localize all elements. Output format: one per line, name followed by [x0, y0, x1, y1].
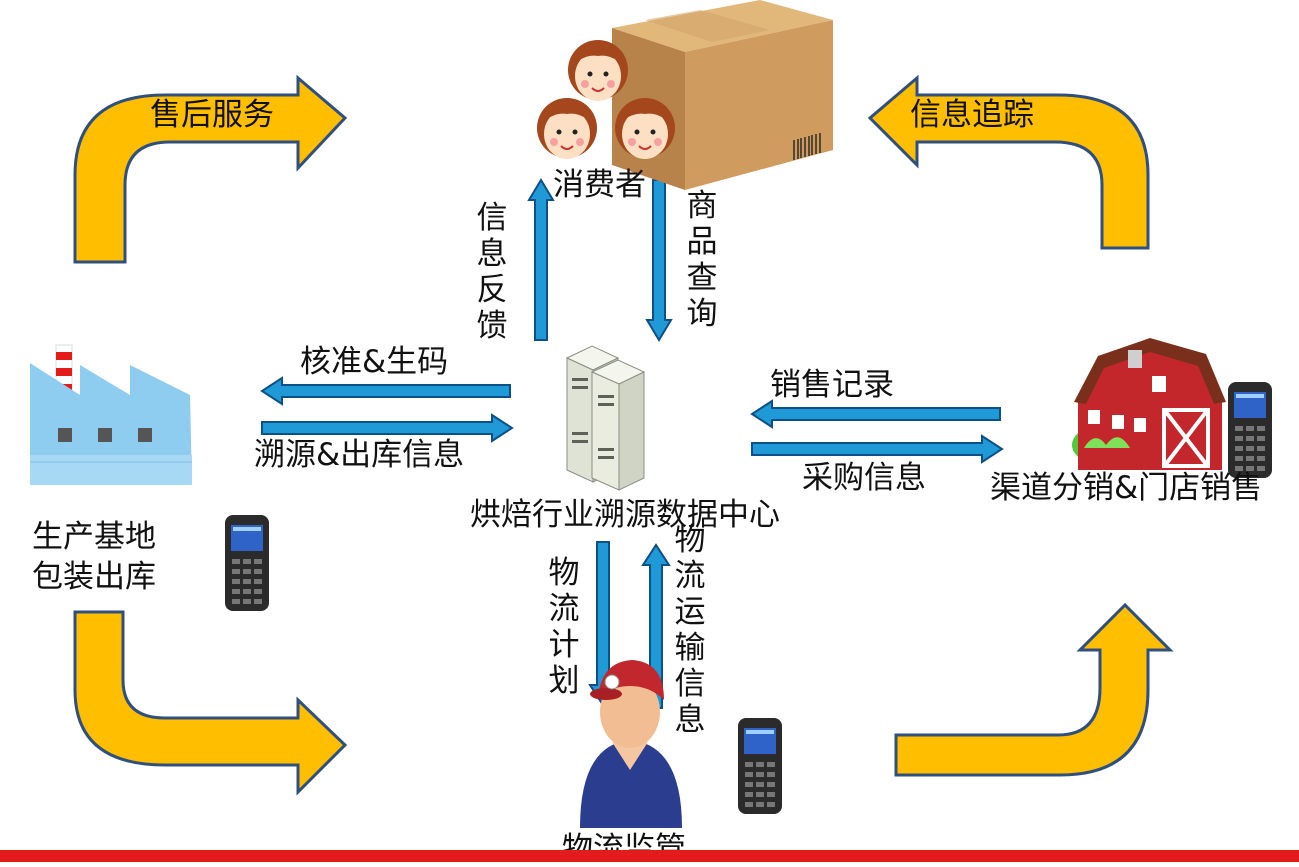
purchase-info-label: 采购信息 [802, 460, 926, 496]
purchase-info-arrow [751, 434, 1004, 464]
consumer-icon [537, 40, 675, 159]
package-box-icon [612, 0, 833, 190]
product-query-label: 商品 查询 [686, 188, 718, 332]
trace-outbound-arrow [261, 413, 514, 443]
verify-code-label: 核准&生码 [300, 344, 449, 380]
logistics-plan-label: 物流 计划 [548, 555, 580, 699]
consumer-label: 消费者 [553, 167, 646, 203]
production-label-line2: 包装出库 [32, 559, 156, 595]
data-center-title: 烘焙行业溯源数据中心 [470, 497, 780, 533]
after-sales-curved-arrow [73, 74, 348, 264]
handheld-scanner-icon [225, 515, 269, 611]
production-label-line1: 生产基地 [32, 519, 156, 555]
info-feedback-arrow [527, 178, 555, 341]
factory-icon [30, 344, 192, 485]
info-tracking-label: 信息追踪 [910, 97, 1034, 133]
handheld-scanner-icon [1228, 382, 1272, 478]
handheld-scanner-icon [738, 718, 782, 814]
info-tracking-curved-arrow [867, 74, 1150, 250]
info-feedback-label: 信息 反馈 [476, 200, 508, 344]
channel-label: 渠道分销&门店销售 [990, 470, 1263, 506]
sales-record-arrow [750, 399, 1001, 429]
verify-code-arrow [260, 376, 511, 406]
barn-icon [1072, 338, 1226, 470]
bottom-accent-bar [0, 850, 1299, 862]
server-icon [565, 345, 646, 491]
outbound-curved-arrow [73, 610, 348, 796]
sales-record-label: 销售记录 [770, 367, 894, 403]
trace-outbound-label: 溯源&出库信息 [254, 437, 465, 473]
logistics-worker-icon [580, 660, 682, 828]
after-sales-label: 售后服务 [150, 97, 274, 133]
logistics-transport-label: 物流 运输 信息 [674, 522, 706, 738]
product-query-arrow [645, 179, 673, 342]
delivery-curved-arrow [894, 602, 1174, 777]
